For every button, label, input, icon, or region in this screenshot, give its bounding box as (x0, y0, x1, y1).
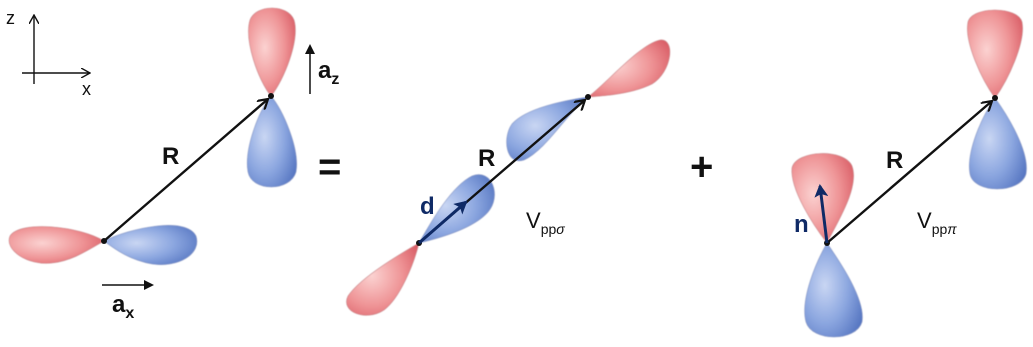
az-label: az (318, 57, 339, 88)
upper-atom-center (585, 94, 591, 100)
red-lobe (346, 242, 420, 316)
lower-pi-orbital (791, 153, 863, 338)
blue-lobe (506, 96, 590, 162)
r-vector-label: R (478, 145, 495, 172)
x-axis-label: x (82, 79, 91, 99)
d-vector-label: d (420, 193, 435, 220)
n-vector-label: n (794, 211, 809, 238)
coordinate-axes: z x (6, 8, 91, 99)
r-vector-label: R (886, 147, 903, 174)
d-vector-arrow (418, 200, 468, 245)
panel-2-sigma-component: R d Vppσ (346, 39, 671, 316)
red-lobe (967, 9, 1023, 99)
plus-sign: + (690, 145, 713, 189)
r-vector-arrow (826, 101, 992, 244)
equals-sign: = (318, 145, 341, 189)
blue-lobe (247, 95, 297, 188)
panel-1-two-orbitals: R ax az (8, 7, 339, 322)
z-axis-label: z (6, 8, 15, 28)
n-vector-arrow (814, 184, 829, 244)
red-lobe (248, 7, 296, 97)
r-vector-arrow (103, 99, 268, 242)
right-atom-center (268, 93, 274, 99)
blue-lobe (804, 242, 863, 338)
v-pp-sigma-label: Vppσ (526, 208, 565, 237)
blue-lobe (969, 97, 1027, 190)
upper-atom-center (992, 95, 998, 101)
ax-label: ax (112, 291, 134, 322)
red-lobe (8, 226, 105, 264)
v-pp-pi-label: Vppπ (917, 208, 957, 237)
upper-pi-orbital (967, 9, 1027, 190)
panel-3-pi-component: R n Vppπ (791, 9, 1027, 338)
right-pz-orbital (247, 7, 297, 188)
r-vector-label: R (162, 143, 179, 170)
left-px-orbital (8, 225, 198, 265)
red-lobe (586, 39, 671, 98)
upper-sigma-orbital (506, 39, 671, 162)
blue-lobe (103, 225, 198, 265)
